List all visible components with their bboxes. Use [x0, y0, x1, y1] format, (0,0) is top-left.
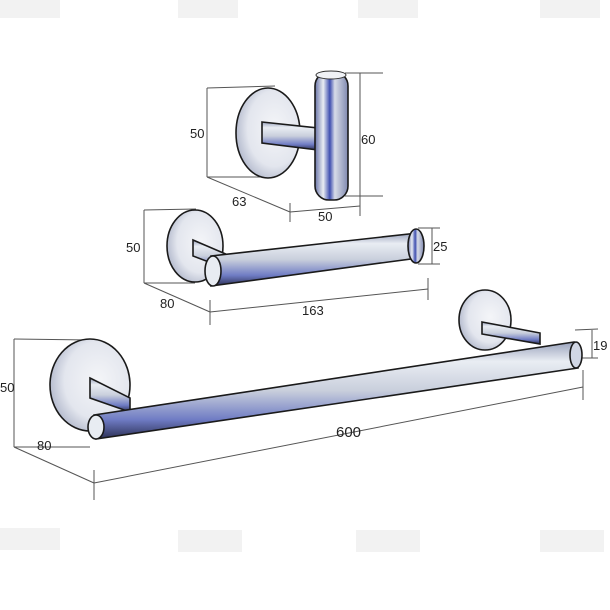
bar-height-label: 50: [0, 380, 14, 395]
paper-holder: 50 80 163 25: [126, 208, 447, 325]
towel-bar: 50 80 600 19: [0, 289, 607, 500]
holder-end-diameter-label: 25: [433, 239, 447, 254]
holder-height-label: 50: [126, 240, 140, 255]
hook-height-label: 50: [190, 126, 204, 141]
bar-diameter-label: 19: [593, 338, 607, 353]
bar-depth-label: 80: [37, 438, 51, 453]
robe-hook: 50 63 50 60: [190, 70, 383, 224]
hook-width-label: 50: [318, 209, 332, 224]
bar-length-label: 600: [336, 424, 361, 441]
holder-length-label: 163: [302, 303, 324, 318]
hook-depth-label: 63: [232, 194, 246, 209]
hook-post-height-label: 60: [361, 132, 375, 147]
watermarks: [0, 0, 604, 552]
holder-depth-label: 80: [160, 296, 174, 311]
